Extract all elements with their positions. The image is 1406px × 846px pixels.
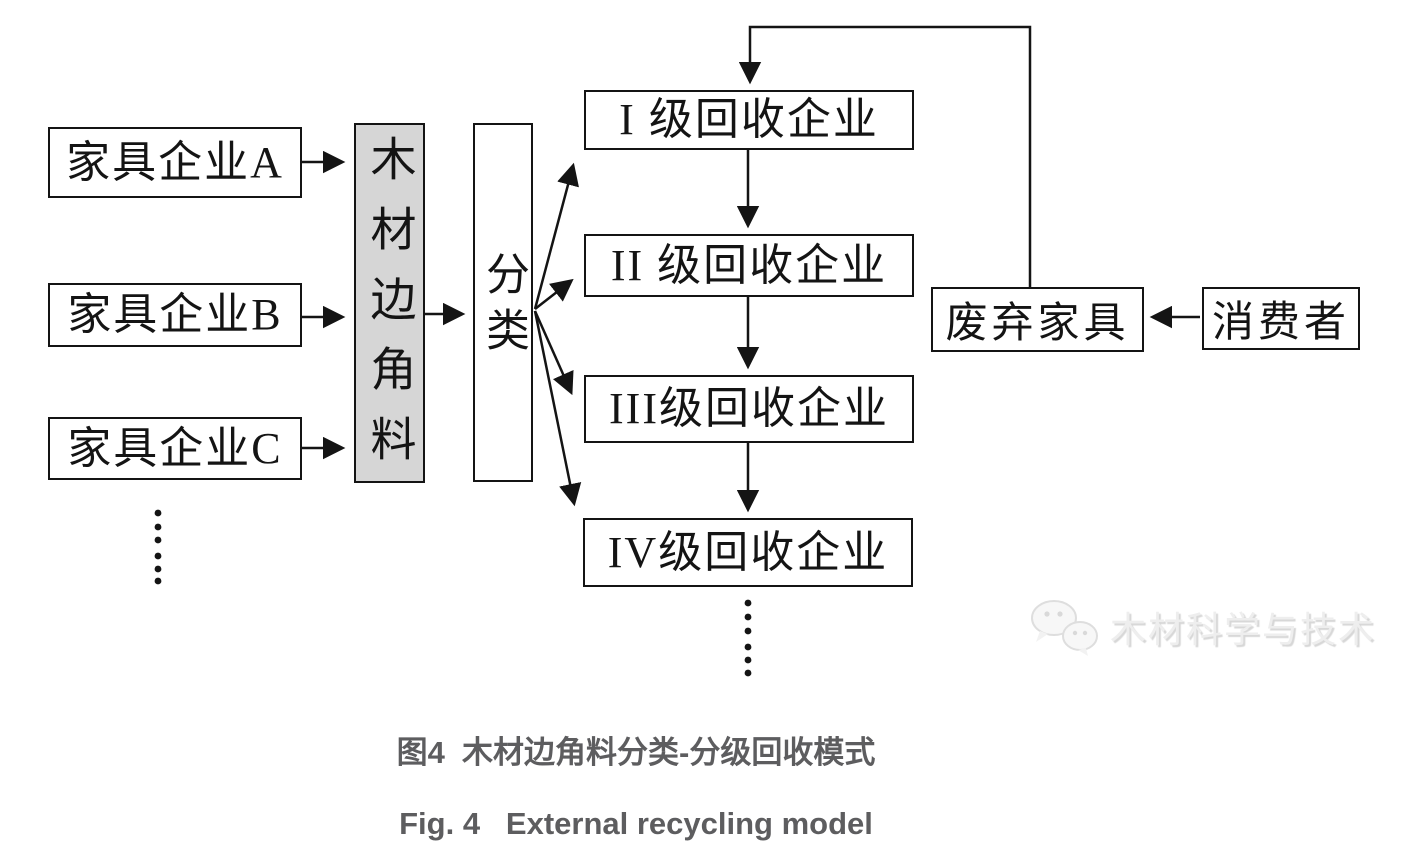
watermark: 木材科学与技术 (1028, 596, 1376, 658)
ellipsis-left (154, 509, 162, 585)
caption-english: Fig. 4 External recycling model (399, 806, 873, 841)
box-furniture-enterprise-a: 家具企业A (48, 127, 302, 198)
box-furniture-enterprise-c: 家具企业C (48, 417, 302, 480)
arrow-classify-to-level4 (533, 310, 582, 507)
watermark-text: 木材科学与技术 (1110, 609, 1377, 650)
box-wood-scrap: 木材边角料 (354, 123, 425, 485)
box-furniture-enterprise-b: 家具企业B (48, 283, 302, 347)
arrow-classify-to-level1 (533, 162, 579, 310)
box-consumer: 消费者 (1202, 287, 1360, 350)
box-level2-recycler: II 级回收企业 (584, 234, 914, 297)
wood-scrap-label: 木材边角料 (364, 135, 416, 485)
caption-chinese: 图4 木材边角料分类-分级回收模式 (396, 735, 876, 770)
wechat-icon (1031, 600, 1098, 656)
box-level4-recycler: IV级回收企业 (583, 518, 913, 587)
ellipsis-levels (744, 599, 752, 677)
box-level3-recycler: III级回收企业 (584, 375, 914, 443)
box-discarded-furniture: 废弃家具 (931, 287, 1144, 352)
box-level1-recycler: I 级回收企业 (584, 90, 914, 150)
classification-label: 分类 (479, 250, 528, 363)
box-classification: 分类 (473, 123, 533, 482)
arrow-classify-to-level2 (534, 278, 574, 310)
arrow-classify-to-level3 (533, 310, 574, 396)
